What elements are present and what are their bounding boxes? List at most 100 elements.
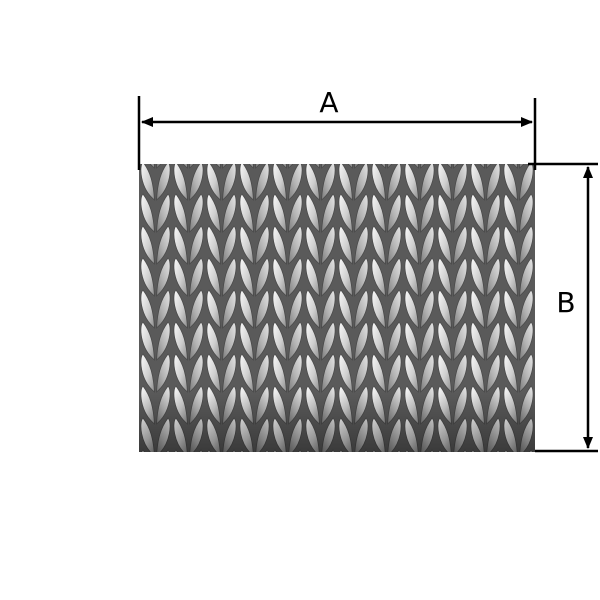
knit-stitch <box>140 353 171 393</box>
knit-stitch <box>272 289 303 329</box>
knit-stitch <box>404 193 435 233</box>
knit-stitch <box>206 193 237 233</box>
knit-stitch <box>173 193 204 233</box>
knit-stitch <box>206 257 237 297</box>
knit-stitch <box>272 164 303 201</box>
knit-stitch <box>437 353 468 393</box>
knit-stitch <box>305 289 336 329</box>
knit-stitch <box>305 225 336 265</box>
knit-stitch <box>305 353 336 393</box>
knit-stitch <box>174 449 203 452</box>
knit-stitch <box>272 321 303 361</box>
knit-stitch <box>173 225 204 265</box>
knit-stitch <box>503 353 534 393</box>
knit-stitch <box>470 164 501 201</box>
knit-stitch <box>314 164 327 169</box>
knit-stitch <box>437 257 468 297</box>
knit-stitch <box>404 353 435 393</box>
knit-stitch <box>239 353 270 393</box>
knit-stitch <box>173 164 204 201</box>
knit-stitch <box>371 321 402 361</box>
knit-stitch <box>140 321 171 361</box>
knit-stitch <box>404 321 435 361</box>
knit-stitch <box>503 164 534 201</box>
height-label: B <box>556 286 575 319</box>
knit-stitch <box>305 164 336 201</box>
knit-stitch <box>173 321 204 361</box>
knit-stitch <box>149 164 162 169</box>
knit-stitch <box>206 225 237 265</box>
knit-stitch <box>470 321 501 361</box>
knit-stitch <box>140 193 171 233</box>
knit-stitch <box>305 257 336 297</box>
knit-stitch <box>306 449 335 452</box>
knit-stitch <box>380 164 393 169</box>
knit-stitch <box>471 449 500 452</box>
knit-stitch <box>338 225 369 265</box>
knit-stitch <box>140 289 171 329</box>
knit-stitch <box>239 225 270 265</box>
knit-stitch <box>437 193 468 233</box>
knit-stitch <box>173 289 204 329</box>
knit-stitch <box>141 449 170 452</box>
knit-stitch <box>338 164 369 201</box>
knit-stitch <box>272 225 303 265</box>
knit-swatch-bottom-shade <box>139 392 535 452</box>
knit-stitch <box>206 321 237 361</box>
knit-stitch <box>371 353 402 393</box>
knit-stitch <box>173 353 204 393</box>
knit-stitch <box>437 225 468 265</box>
knit-stitch <box>338 321 369 361</box>
knit-stitch <box>371 257 402 297</box>
knit-stitch <box>503 193 534 233</box>
knit-stitch <box>371 193 402 233</box>
knit-stitch <box>272 257 303 297</box>
knit-stitch <box>404 225 435 265</box>
knit-stitch <box>438 449 467 452</box>
knit-stitch <box>503 257 534 297</box>
knit-stitch <box>338 289 369 329</box>
knit-stitch <box>512 164 525 169</box>
knit-stitch <box>305 321 336 361</box>
knit-stitch <box>272 353 303 393</box>
height-dimension: B <box>528 162 598 453</box>
knit-stitch <box>413 164 426 169</box>
knit-stitch <box>470 353 501 393</box>
knit-stitch <box>338 257 369 297</box>
knit-stitch <box>239 164 270 201</box>
knit-stitch <box>371 289 402 329</box>
knit-stitch <box>173 257 204 297</box>
knit-stitch <box>371 164 402 201</box>
knit-stitch <box>140 257 171 297</box>
knit-stitch <box>437 321 468 361</box>
knit-stitch <box>207 449 236 452</box>
knit-stitch <box>372 449 401 452</box>
knit-stitch <box>140 225 171 265</box>
knit-stitch <box>470 225 501 265</box>
knit-stitch <box>503 225 534 265</box>
knit-stitch <box>339 449 368 452</box>
knit-stitch <box>338 353 369 393</box>
knit-stitch <box>239 193 270 233</box>
knit-stitch <box>248 164 261 169</box>
knit-stitch <box>338 193 369 233</box>
knit-stitch <box>206 289 237 329</box>
knit-stitch <box>347 164 360 169</box>
knit-stitch <box>140 164 171 201</box>
knit-stitch <box>479 164 492 169</box>
knit-stitch <box>206 164 237 201</box>
knit-stitch <box>446 164 459 169</box>
knit-stitch <box>239 321 270 361</box>
knit-stitch <box>404 289 435 329</box>
knit-stitch <box>470 193 501 233</box>
knit-stitch <box>404 164 435 201</box>
knit-stitch <box>371 225 402 265</box>
knit-stitch <box>240 449 269 452</box>
knit-stitch <box>404 257 435 297</box>
knit-stitch <box>272 193 303 233</box>
knit-stitch <box>405 449 434 452</box>
width-label: A <box>319 86 338 119</box>
knit-stitch <box>437 164 468 201</box>
knit-stitch <box>281 164 294 169</box>
